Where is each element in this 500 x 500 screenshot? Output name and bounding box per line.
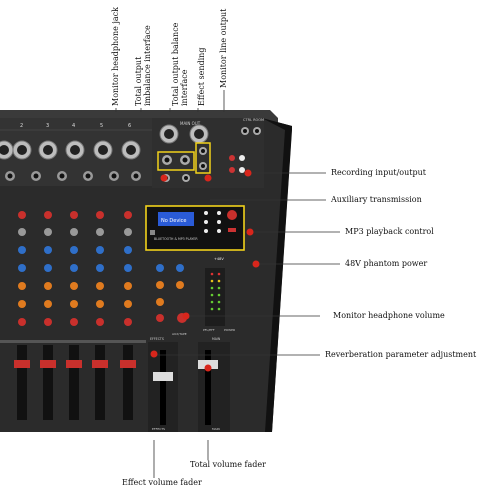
callout-dot <box>204 174 212 182</box>
callout-dot <box>252 260 260 268</box>
channel-number: 5 <box>100 123 103 129</box>
label-recording-io: Recording input/output <box>331 168 426 177</box>
bt-player-label: BLUETOOTH & MP3 PLAYER <box>154 237 198 241</box>
channel-strip <box>120 211 136 420</box>
phantom-label: +48V <box>214 257 224 261</box>
ctrl-room-label: CTRL ROOM <box>243 118 264 122</box>
channel-strip <box>66 211 82 420</box>
channel-number: 3 <box>46 123 49 129</box>
callout-dots <box>150 169 260 372</box>
callout-lines <box>115 90 340 478</box>
label-total-volume-fader: Total volume fader <box>190 460 266 469</box>
label-monitor-headphone-volume: Monitor headphone volume <box>333 311 445 320</box>
callout-dot <box>246 228 254 236</box>
label-total-output-balance: Total output balance interface <box>171 22 189 106</box>
label-phantom-power: 48V phantom power <box>345 259 428 268</box>
callout-dot <box>244 169 252 177</box>
pfl-eff-label: PFL/EFF <box>203 328 215 332</box>
effect-fader-label: EFFECTS <box>152 427 165 431</box>
channel-number: 6 <box>128 123 131 129</box>
imbalance-output-highlight <box>157 151 195 171</box>
main-out-label: MAIN OUT <box>180 121 201 126</box>
channel-number: 2 <box>20 123 23 129</box>
effect-fader-track <box>160 350 166 425</box>
channel-number: 4 <box>72 123 75 129</box>
label-effect-sending: Effect sending <box>197 47 206 106</box>
line-inputs <box>5 171 141 181</box>
master-faders: EFFECTS MAIN <box>148 342 230 432</box>
callout-dot <box>182 312 190 320</box>
effect-fader-cap <box>153 372 173 381</box>
effects-label: EFFECTS <box>150 337 164 341</box>
main-label: MAIN <box>212 337 221 341</box>
channel-strip <box>14 211 30 420</box>
power-label: POWER <box>224 328 235 332</box>
label-monitor-headphone-jack: Monitor headphone jack <box>111 7 120 106</box>
xlr-inputs <box>0 140 141 160</box>
mp3-level-knob <box>227 210 237 220</box>
aux-tape-label: AUX/TAPE <box>172 332 187 336</box>
channel-strips <box>0 211 146 420</box>
label-reverb-adjustment: Reverberation parameter adjustment <box>325 350 477 359</box>
label-monitor-line-output: Monitor line output <box>219 8 228 88</box>
callout-dot <box>150 350 158 358</box>
bluetooth-mp3-panel: No Device BLUETOOTH & MP3 PLAYER <box>145 205 245 251</box>
master-control-area: +48V AUX/TAPE PFL/EFF POWER EFFECTS MAIN <box>150 257 235 341</box>
callout-dot <box>204 364 212 372</box>
mp3-display-text: No Device <box>161 218 187 224</box>
channel-strip <box>92 211 108 420</box>
mp3-display <box>158 212 194 226</box>
channel-strip <box>40 211 56 420</box>
main-fader-track <box>205 350 211 425</box>
label-mp3-playback-control: MP3 playback control <box>345 227 434 236</box>
channel-number-row: 2 3 4 5 6 <box>20 123 131 129</box>
label-effect-volume-fader: Effect volume fader <box>122 478 202 487</box>
balance-output-highlight <box>195 142 211 174</box>
label-auxiliary-transmission: Auxiliary transmission <box>331 195 422 204</box>
main-fader-label: MAIN <box>212 427 220 431</box>
label-total-output-imbalance: Total output imbalance interface <box>134 25 152 106</box>
callout-dot <box>160 174 168 182</box>
